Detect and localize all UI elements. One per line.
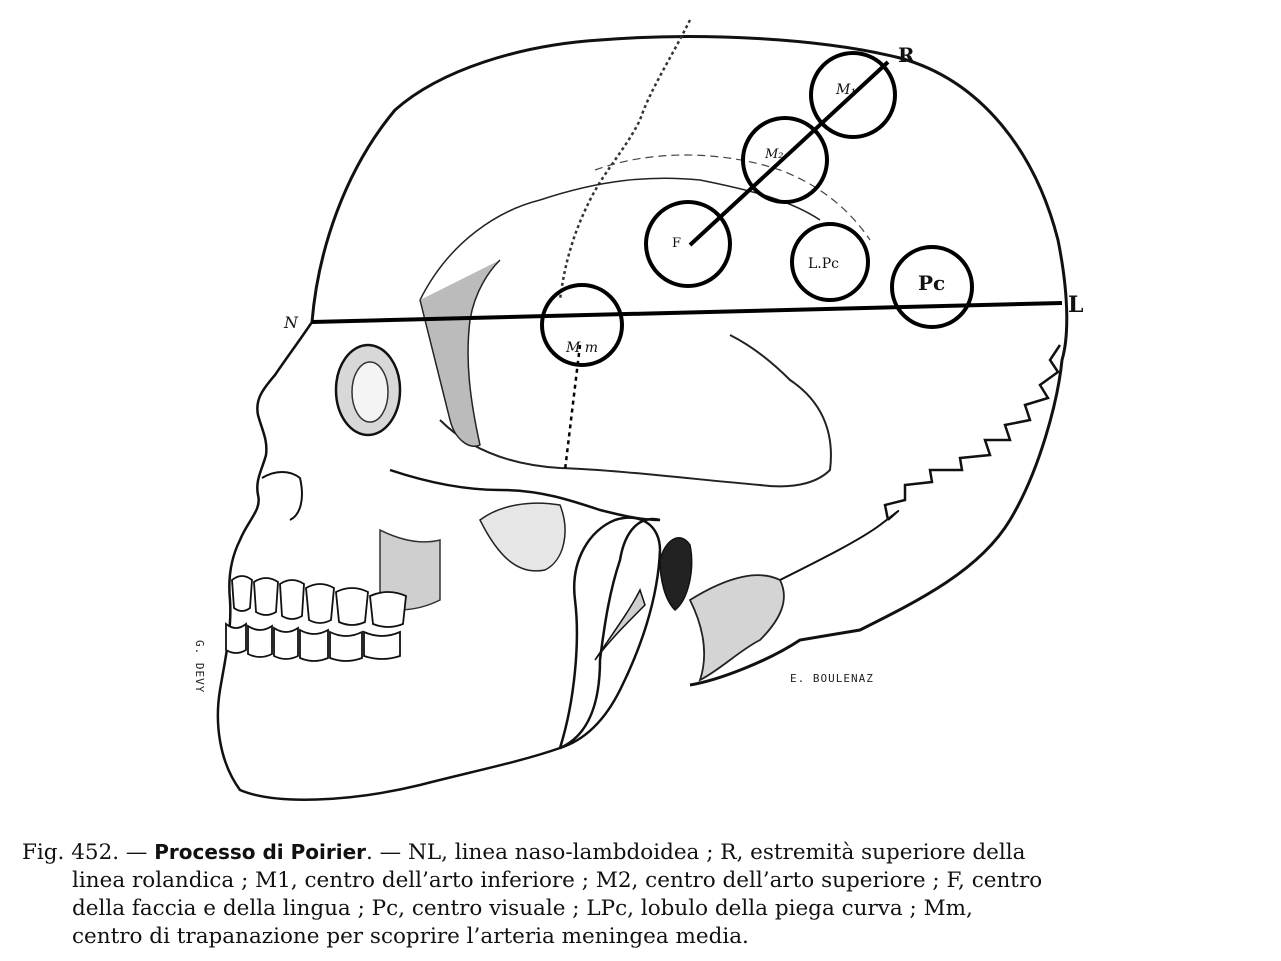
ear-canal — [659, 537, 693, 611]
squamous-suture — [439, 334, 832, 488]
mastoid-process — [688, 574, 785, 682]
caption-title: Processo di Poirier — [154, 840, 366, 864]
occipital-base — [779, 510, 900, 581]
caption-line-1: Fig. 452. — Processo di Poirier. — NL, l… — [22, 838, 1257, 867]
naso-lambdoid-line — [311, 301, 1063, 324]
label-l: L — [1068, 292, 1083, 318]
lambdoid-suture — [883, 344, 1062, 521]
circle-mm — [540, 283, 624, 367]
meningeal-dotted-line — [563, 344, 582, 471]
label-lpc: L.Pc — [808, 256, 839, 272]
lower-teeth — [225, 622, 401, 662]
orbit-inner — [351, 361, 389, 423]
nasal-aperture — [261, 471, 303, 521]
circle-f — [644, 200, 732, 288]
caption-line-2: linea rolandica ; M1, centro dell’arto i… — [72, 868, 1043, 893]
sphenoid-wing — [419, 259, 501, 447]
parietal-arc — [594, 154, 871, 241]
circle-lpc — [790, 222, 870, 302]
coronal-suture — [558, 19, 692, 301]
mandible-shading — [479, 502, 566, 572]
signature-right: E. BOULENAZ — [790, 672, 874, 685]
upper-teeth — [231, 575, 407, 628]
styloid-process — [594, 588, 646, 661]
mandible-ramus — [558, 516, 662, 750]
label-mm: M m — [565, 340, 598, 356]
label-pc: Pc — [918, 271, 945, 295]
circle-pc — [890, 245, 974, 329]
signature-left: G. DEVY — [193, 640, 206, 693]
label-f: F — [672, 236, 681, 251]
circle-m1 — [809, 51, 897, 139]
label-n: N — [283, 313, 299, 332]
label-m1: M₁ — [835, 82, 856, 98]
caption-line-3: della faccia e della lingua ; Pc, centro… — [72, 896, 973, 921]
face-outline — [216, 321, 661, 801]
label-m2: M₂ — [764, 147, 784, 162]
zygomatic-arch — [389, 468, 661, 522]
caption-line-1-rest: . — NL, linea naso-lambdoidea ; R, estre… — [366, 840, 1026, 865]
label-r: R — [898, 43, 915, 67]
caption-prefix: Fig. 452. — — [22, 840, 155, 865]
cranium-outline — [310, 35, 1069, 687]
rolandic-line — [688, 60, 890, 247]
figure-caption: Fig. 452. — Processo di Poirier. — NL, l… — [22, 838, 1257, 951]
skull-diagram: R N L M₁ M₂ F L.Pc Pc M m G. DEVY E. BOU… — [193, 19, 1083, 801]
circle-m2 — [741, 116, 829, 204]
caption-line-4: centro di trapanazione per scoprire l’ar… — [72, 924, 749, 949]
